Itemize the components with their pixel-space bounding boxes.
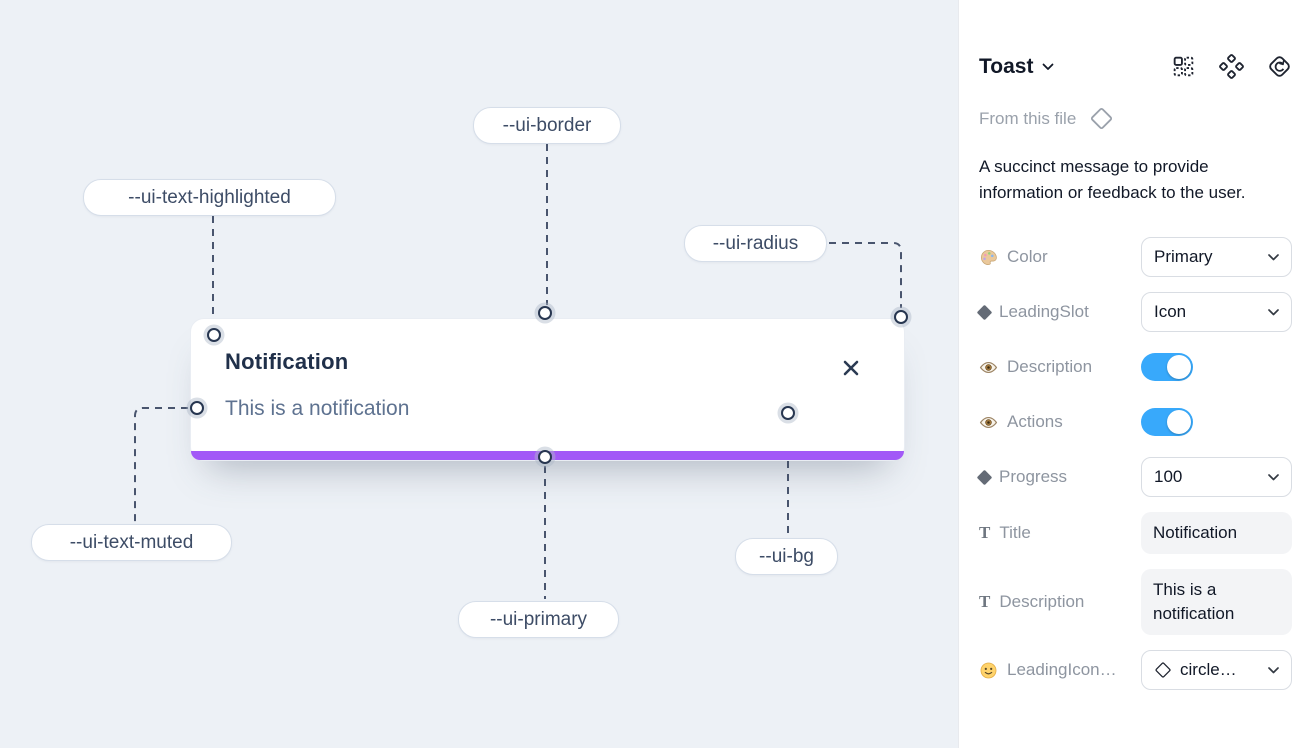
- wire-ui-radius: [829, 242, 902, 308]
- prop-label: LeadingSlot: [999, 302, 1089, 321]
- progress-select[interactable]: 100: [1141, 457, 1292, 497]
- token-pill-ui-radius[interactable]: --ui-radius: [684, 225, 827, 262]
- actions-toggle[interactable]: [1141, 408, 1193, 436]
- prop-row-description-toggle: Description: [979, 347, 1292, 387]
- chevron-down-icon: [1268, 253, 1279, 261]
- source-label: From this file: [979, 108, 1077, 128]
- prop-label: Progress: [999, 467, 1068, 486]
- smiley-icon: [980, 662, 997, 678]
- text-icon: T: [979, 523, 991, 542]
- token-pill-ui-text-muted[interactable]: --ui-text-muted: [31, 524, 232, 561]
- property-rows: Color Primary LeadingSlot: [976, 237, 1292, 690]
- color-select[interactable]: Primary: [1141, 237, 1292, 277]
- source-row: From this file: [979, 105, 1292, 132]
- title-field[interactable]: Notification: [1141, 512, 1292, 554]
- text-icon: T: [979, 592, 991, 611]
- toast-preview: Notification This is a notification: [190, 318, 905, 461]
- diamond-icon: [976, 304, 993, 320]
- prop-row-leadingicon: LeadingIcon… circle…: [979, 650, 1292, 690]
- component-description: A succinct message to provide informatio…: [979, 157, 1246, 202]
- token-pill-ui-primary[interactable]: --ui-primary: [458, 601, 619, 638]
- eye-icon: [979, 361, 998, 373]
- wire-ui-text-muted: [134, 407, 188, 522]
- select-value: Primary: [1154, 247, 1213, 266]
- prop-row-leadingslot: LeadingSlot Icon: [976, 292, 1292, 332]
- select-value: 100: [1154, 467, 1183, 486]
- diamond-outline-icon: [1154, 661, 1172, 679]
- prop-label: Description: [999, 592, 1085, 611]
- prop-label: Title: [999, 523, 1031, 542]
- token-pill-ui-bg[interactable]: --ui-bg: [735, 538, 838, 575]
- properties-panel: Toast: [958, 0, 1312, 748]
- prop-row-color: Color Primary: [979, 237, 1292, 277]
- diamond-icon: [976, 469, 993, 485]
- toast-description: This is a notification: [225, 397, 410, 420]
- anchor-dot-border: [538, 306, 552, 320]
- component-title[interactable]: Toast: [979, 54, 1034, 78]
- prop-row-title: T Title Notification: [979, 512, 1292, 554]
- toggle-knob: [1167, 410, 1191, 434]
- close-icon: [843, 360, 859, 376]
- anchor-dot-text-muted: [190, 401, 204, 415]
- prop-label: Actions: [1007, 412, 1063, 431]
- chevron-down-icon[interactable]: [1042, 63, 1054, 71]
- prop-row-description-text: T Description This is a notification: [979, 569, 1292, 635]
- anchor-dot-text-highlighted: [207, 328, 221, 342]
- prop-row-actions-toggle: Actions: [979, 402, 1292, 442]
- select-value: circle…: [1180, 660, 1237, 679]
- select-value: Icon: [1154, 302, 1187, 321]
- token-pill-ui-border[interactable]: --ui-border: [473, 107, 621, 144]
- prop-label: Color: [1007, 247, 1048, 266]
- leadingicon-select[interactable]: circle…: [1141, 650, 1292, 690]
- anchor-dot-primary: [538, 450, 552, 464]
- token-pill-ui-text-highlighted[interactable]: --ui-text-highlighted: [83, 179, 336, 216]
- instance-grid-icon[interactable]: [1171, 54, 1196, 79]
- toast-title: Notification: [225, 349, 349, 374]
- anchor-dot-radius: [894, 310, 908, 324]
- eye-icon: [979, 416, 998, 428]
- description-field[interactable]: This is a notification: [1141, 569, 1292, 635]
- diamond-outline-icon: [1091, 107, 1113, 130]
- component-icon[interactable]: [1219, 54, 1244, 79]
- chevron-down-icon: [1268, 308, 1279, 316]
- toast-close-button[interactable]: [838, 355, 864, 381]
- chevron-down-icon: [1268, 473, 1279, 481]
- prop-label: Description: [1007, 357, 1093, 376]
- anchor-dot-bg: [781, 406, 795, 420]
- prop-label: LeadingIcon…: [1007, 660, 1117, 679]
- chevron-down-icon: [1268, 666, 1279, 674]
- description-toggle[interactable]: [1141, 353, 1193, 381]
- swap-instance-icon[interactable]: [1267, 54, 1292, 79]
- toggle-knob: [1167, 355, 1191, 379]
- canvas: --ui-border --ui-text-highlighted --ui-r…: [0, 0, 958, 748]
- leadingslot-select[interactable]: Icon: [1141, 292, 1292, 332]
- panel-header: Toast: [979, 54, 1292, 79]
- palette-icon: [981, 249, 997, 265]
- prop-row-progress: Progress 100: [976, 457, 1292, 497]
